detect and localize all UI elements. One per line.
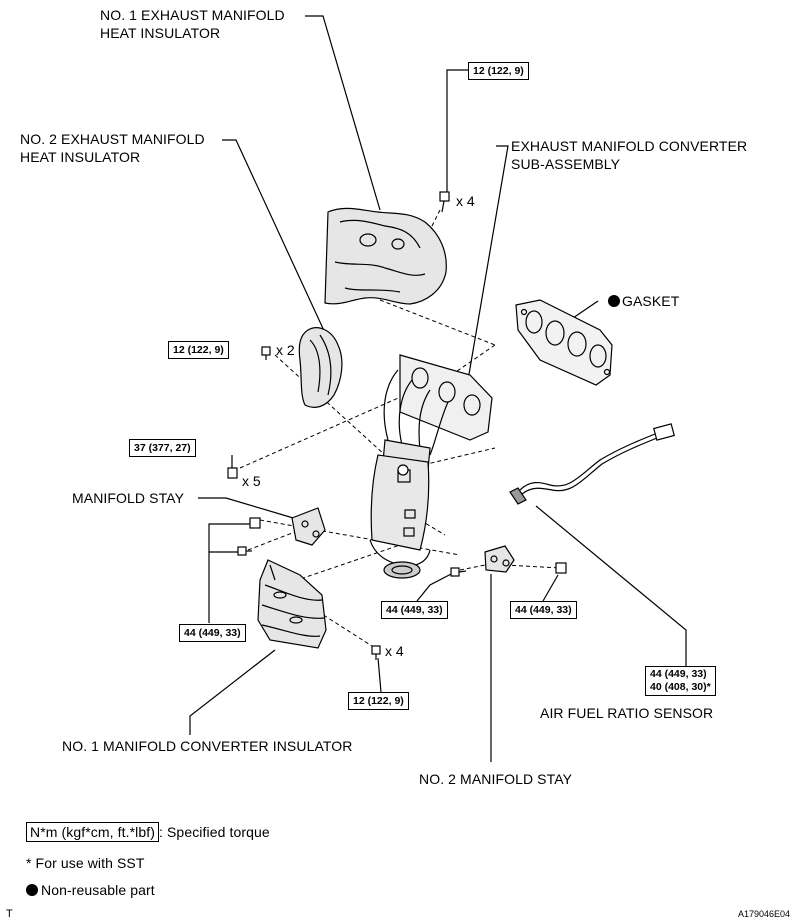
legend-nonreusable: Non-reusable part	[26, 881, 155, 899]
label-converter-line1: EXHAUST MANIFOLD CONVERTER	[511, 138, 748, 154]
label-af-sensor: AIR FUEL RATIO SENSOR	[540, 705, 714, 721]
footer-left-mark: T	[6, 908, 13, 920]
legend-torque-unit: N*m (kgf*cm, ft.*lbf)	[26, 822, 160, 842]
stay-right-nut-icon	[555, 562, 567, 574]
mult-nuts: x 5	[242, 473, 261, 489]
label-gasket: GASKET	[622, 293, 680, 309]
label-no1-heat-insulator: NO. 1 EXHAUST MANIFOLD HEAT INSULATOR	[100, 6, 285, 42]
label-no1-heat-insulator-line2: HEAT INSULATOR	[100, 25, 221, 41]
converter-part	[369, 354, 493, 579]
no1-heat-insulator-part	[324, 207, 447, 305]
nut-icon	[227, 467, 238, 479]
torque-af-sensor: 44 (449, 33) 40 (408, 30)*	[645, 666, 716, 696]
label-no1-converter-insulator: NO. 1 MANIFOLD CONVERTER INSULATOR	[62, 738, 353, 754]
top-bolt-icon	[439, 191, 450, 213]
label-no2-heat-insulator-line1: NO. 2 EXHAUST MANIFOLD	[20, 131, 205, 147]
no2-manifold-stay-part	[484, 545, 515, 573]
stay-bolt-icon	[237, 546, 252, 556]
converter-stud-icon	[397, 464, 409, 476]
leader-lines	[189, 15, 687, 762]
gasket-nonreusable-dot	[608, 295, 620, 307]
label-converter: EXHAUST MANIFOLD CONVERTER SUB-ASSEMBLY	[511, 137, 747, 173]
label-no1-heat-insulator-line1: NO. 1 EXHAUST MANIFOLD	[100, 7, 285, 23]
torque-nuts: 37 (377, 27)	[129, 439, 196, 457]
label-no2-heat-insulator-line2: HEAT INSULATOR	[20, 149, 141, 165]
no1-converter-insulator-part	[257, 559, 327, 649]
torque-stay-left: 44 (449, 33)	[179, 624, 246, 642]
torque-stay-right: 44 (449, 33)	[510, 601, 577, 619]
legend-torque-desc: : Specified torque	[159, 824, 270, 840]
nonreusable-dot-icon	[26, 884, 38, 896]
no2-heat-insulator-part	[298, 327, 343, 408]
torque-top-bolts: 12 (122, 9)	[468, 62, 529, 80]
label-no2-heat-insulator: NO. 2 EXHAUST MANIFOLD HEAT INSULATOR	[20, 130, 205, 166]
stay-mid-bolt-icon	[450, 567, 467, 577]
stay-nut-icon	[249, 517, 261, 529]
conv-insulator-bolt-icon	[371, 645, 381, 660]
legend-torque: N*m (kgf*cm, ft.*lbf): Specified torque	[26, 822, 270, 842]
figure-id: A179046E04	[738, 909, 791, 919]
label-converter-line2: SUB-ASSEMBLY	[511, 156, 621, 172]
legend-sst-note: * For use with SST	[26, 855, 145, 871]
fasteners	[227, 191, 567, 660]
torque-no2-bolts: 12 (122, 9)	[168, 341, 229, 359]
torque-af-sensor-line1: 44 (449, 33)	[650, 668, 707, 680]
label-manifold-stay: MANIFOLD STAY	[72, 490, 185, 506]
manifold-stay-part	[291, 507, 326, 546]
torque-af-sensor-line2: 40 (408, 30)*	[650, 681, 711, 693]
mult-no2-bolts: x 2	[276, 342, 295, 358]
label-no2-manifold-stay: NO. 2 MANIFOLD STAY	[419, 771, 573, 787]
mult-conv-insulator-bolts: x 4	[385, 643, 404, 659]
af-sensor-part	[509, 423, 675, 505]
gasket-part	[515, 299, 613, 386]
legend-nonreusable-text: Non-reusable part	[41, 882, 155, 898]
torque-conv-insulator-bolts: 12 (122, 9)	[348, 692, 409, 710]
no2-bolt-icon	[261, 346, 271, 360]
mult-top-bolts: x 4	[456, 193, 475, 209]
torque-stay-mid: 44 (449, 33)	[381, 601, 448, 619]
